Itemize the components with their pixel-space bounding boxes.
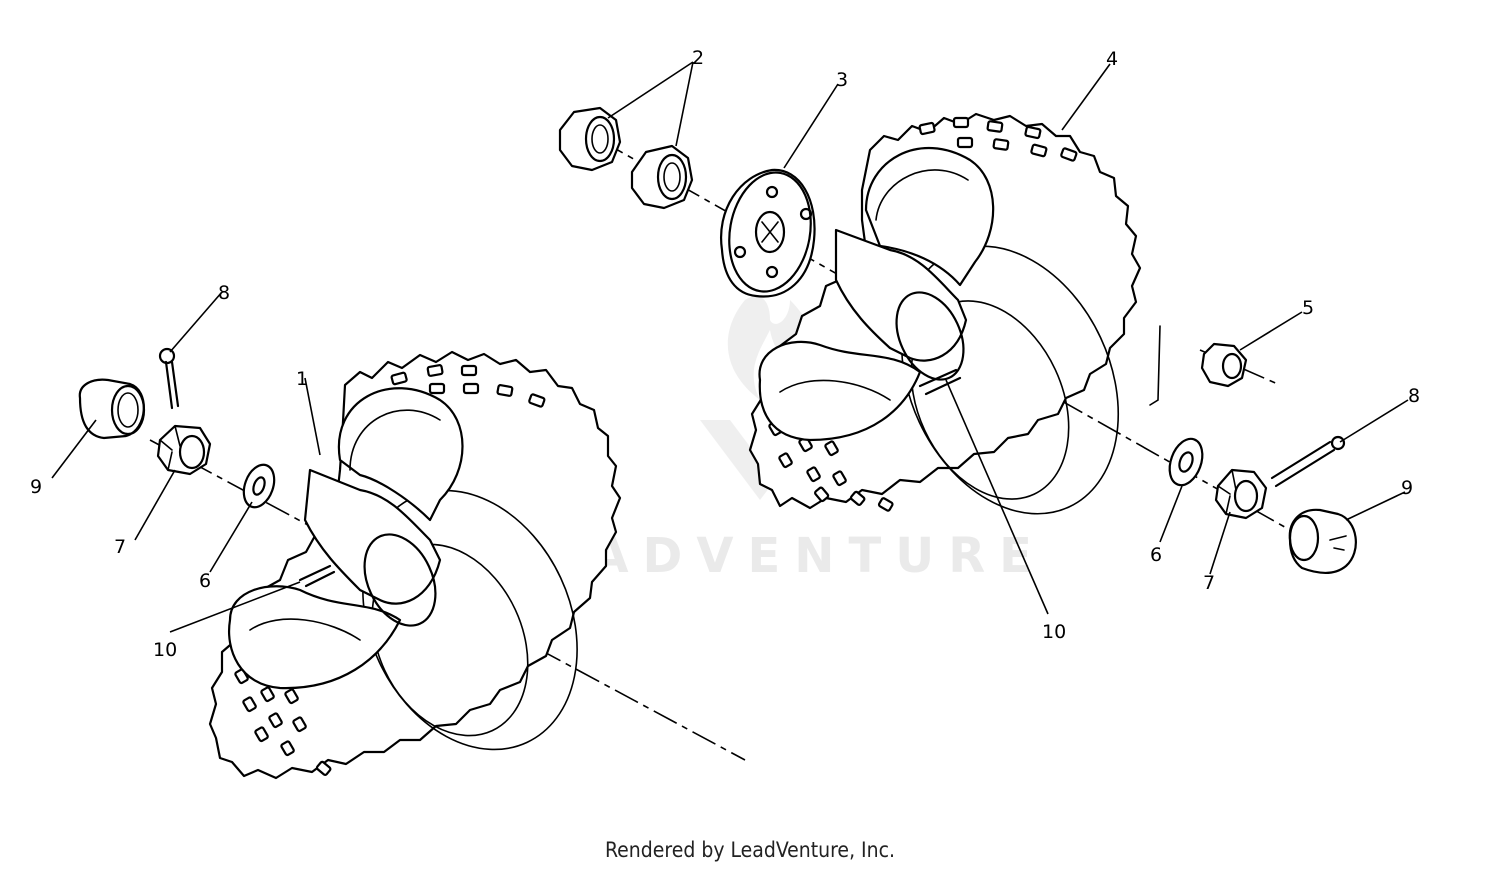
left-hub-center [303,468,442,605]
left-callout-9: 9 [30,476,42,498]
right-cotter-pin [1270,435,1346,488]
credit-line: Rendered by LeadVenture, Inc. [605,838,895,862]
right-callout-10: 10 [1042,621,1066,643]
right-dust-cap [1288,508,1357,575]
right-wheel-stud [918,368,958,388]
right-callout-2: 2 [692,47,704,69]
left-tire-tread [234,364,546,776]
right-hub-center [834,228,968,362]
left-callout-8: 8 [218,282,230,304]
right-washer [1168,437,1204,487]
right-callout-9: 9 [1401,477,1413,499]
left-rim-upper [337,387,464,522]
right-castle-nut [1214,468,1268,520]
right-callout-4: 4 [1106,48,1118,70]
left-callout-10: 10 [153,639,177,661]
right-callout-3: 3 [836,69,848,91]
left-washer [242,463,276,509]
left-callout-6: 6 [199,570,211,592]
right-axle-nut-inner [630,144,694,210]
left-wheel-stud [298,564,332,582]
left-callout-1: 1 [296,368,308,390]
left-castle-nut [156,424,212,476]
right-axle-nut-outer [558,106,622,172]
left-callout-7: 7 [114,536,126,558]
right-callout-7: 7 [1203,572,1215,594]
right-callout-5: 5 [1302,297,1314,319]
right-callout-6: 6 [1150,544,1162,566]
right-lug-nut [1200,342,1248,388]
right-wheel-hub-plate [719,168,816,298]
right-callout-8: 8 [1408,385,1420,407]
left-wheel-assembly: 1 8 9 7 6 10 [30,282,746,780]
right-wheel-assembly: 2 3 4 5 8 9 6 7 10 [558,47,1420,643]
left-cotter-pin [158,347,180,410]
left-rim-lower [228,585,402,690]
left-dust-cap [78,378,146,440]
